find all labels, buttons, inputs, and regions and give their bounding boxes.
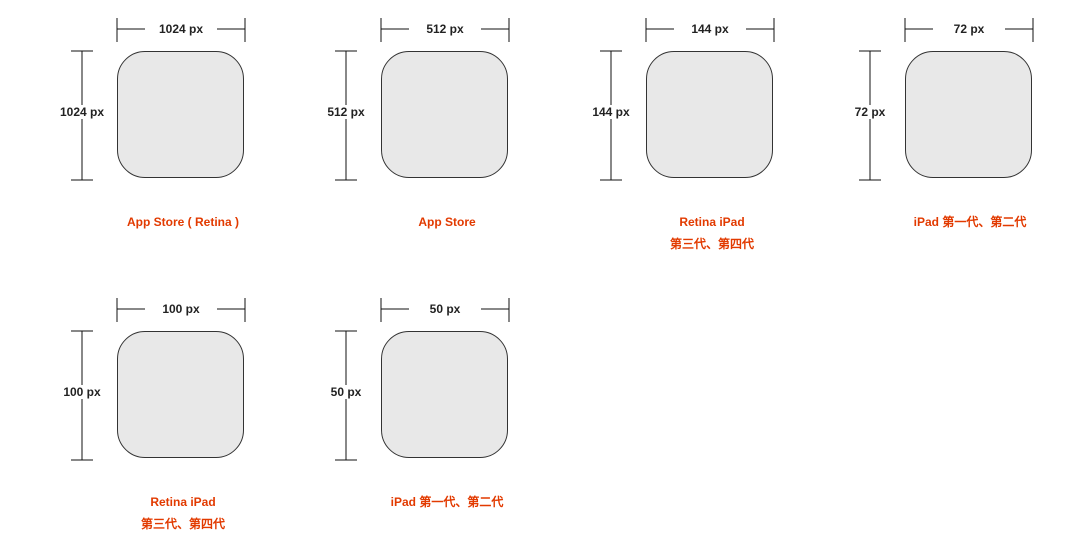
icon-spec-512: 512 px 512 px App Store (316, 18, 556, 258)
caption-line-1: Retina iPad (150, 495, 216, 509)
rounded-icon-placeholder (646, 51, 773, 178)
icon-caption: App Store (357, 211, 537, 233)
width-label: 100 px (145, 302, 217, 316)
height-label: 144 px (581, 105, 641, 119)
icon-caption: Retina iPad 第三代、第四代 (93, 491, 273, 535)
height-label: 1024 px (52, 105, 112, 119)
width-label: 1024 px (145, 22, 217, 36)
caption-line-2: 第三代、第四代 (669, 237, 754, 251)
icon-caption: iPad 第一代、第二代 (357, 491, 537, 513)
width-label: 50 px (409, 302, 481, 316)
icon-spec-72: 72 px 72 px iPad 第一代、第二代 (840, 18, 1075, 258)
height-label: 512 px (316, 105, 376, 119)
height-label: 72 px (840, 105, 900, 119)
rounded-icon-placeholder (381, 331, 508, 458)
caption-line-2: 第三代、第四代 (140, 517, 225, 531)
icon-caption: App Store ( Retina ) (93, 211, 273, 233)
caption-line-1: Retina iPad (679, 215, 745, 229)
icon-caption: Retina iPad 第三代、第四代 (622, 211, 802, 255)
width-label: 512 px (409, 22, 481, 36)
caption-line-1: iPad 第一代、第二代 (913, 215, 1027, 229)
caption-line-1: App Store ( Retina ) (126, 215, 239, 229)
icon-caption: iPad 第一代、第二代 (880, 211, 1060, 233)
rounded-icon-placeholder (117, 51, 244, 178)
caption-line-1: iPad 第一代、第二代 (390, 495, 504, 509)
width-label: 72 px (933, 22, 1005, 36)
height-label: 100 px (52, 385, 112, 399)
caption-line-1: App Store (418, 215, 476, 229)
icon-spec-1024: 1024 px 1024 px App Store ( Retina ) (52, 18, 292, 258)
rounded-icon-placeholder (905, 51, 1032, 178)
icon-spec-100: 100 px 100 px Retina iPad 第三代、第四代 (52, 298, 292, 538)
width-label: 144 px (674, 22, 746, 36)
rounded-icon-placeholder (381, 51, 508, 178)
height-label: 50 px (316, 385, 376, 399)
icon-spec-50: 50 px 50 px iPad 第一代、第二代 (316, 298, 556, 538)
icon-spec-144: 144 px 144 px Retina iPad 第三代、第四代 (581, 18, 821, 258)
rounded-icon-placeholder (117, 331, 244, 458)
